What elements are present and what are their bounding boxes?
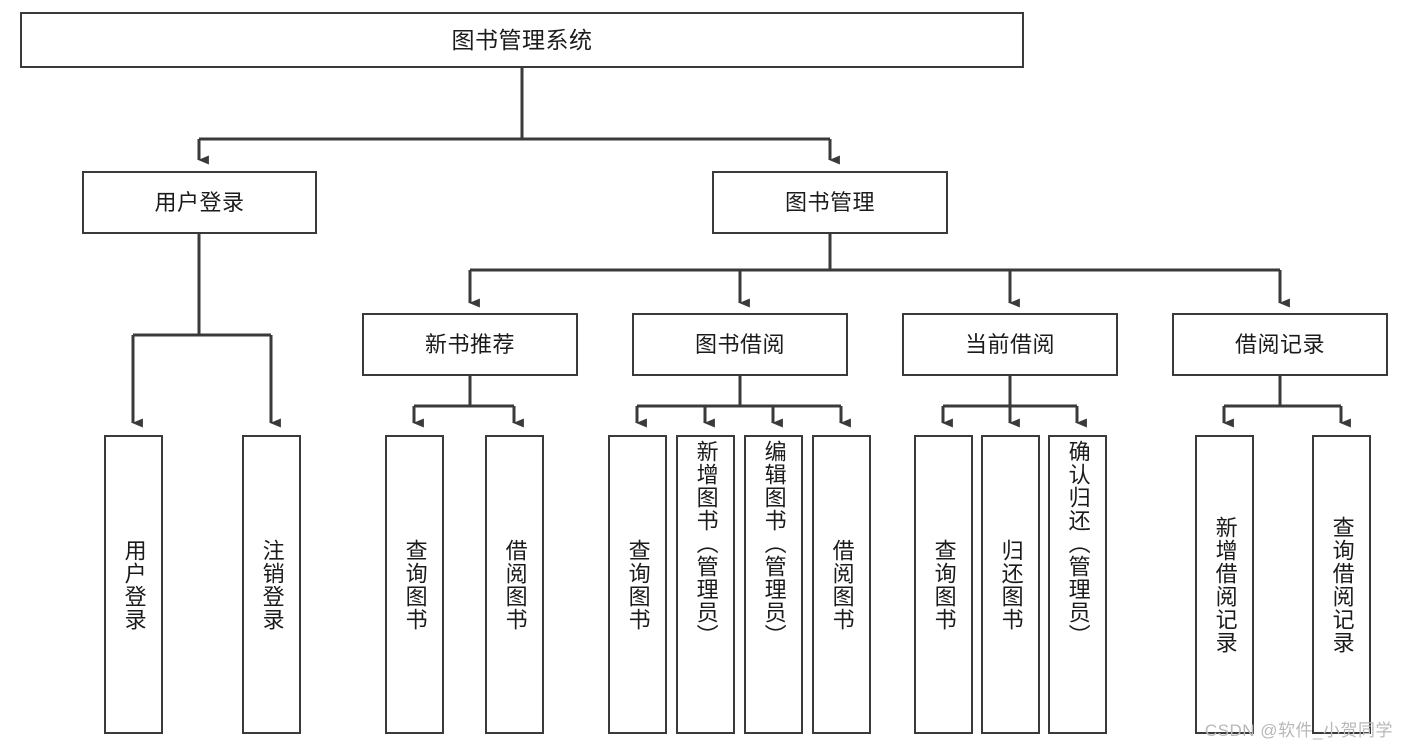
leaf-query-book-borrow[interactable]: 查询图书 xyxy=(608,435,667,734)
leaf-add-book-admin[interactable]: 新增图书（管理员） xyxy=(676,435,735,734)
node-label: 借阅图书 xyxy=(502,538,528,631)
node-label: 用户登录 xyxy=(121,538,147,631)
node-label: 图书管理 xyxy=(784,189,875,215)
node-user-login[interactable]: 用户登录 xyxy=(82,171,317,234)
node-label: 查询图书 xyxy=(931,538,957,631)
leaf-edit-book-admin[interactable]: 编辑图书（管理员） xyxy=(744,435,803,734)
node-label: 用户登录 xyxy=(154,189,245,215)
leaf-return-book[interactable]: 归还图书 xyxy=(981,435,1040,734)
node-label: 借阅图书 xyxy=(829,538,855,631)
node-label: 注销登录 xyxy=(259,538,285,631)
leaf-borrow-book[interactable]: 借阅图书 xyxy=(812,435,871,734)
leaf-confirm-return-admin[interactable]: 确认归还（管理员） xyxy=(1048,435,1107,734)
node-label: 编辑图书（管理员） xyxy=(761,440,787,647)
node-label: 新书推荐 xyxy=(424,331,515,357)
leaf-query-book-recommend[interactable]: 查询图书 xyxy=(385,435,444,734)
leaf-add-borrow-record[interactable]: 新增借阅记录 xyxy=(1195,435,1254,734)
node-label: 图书管理系统 xyxy=(451,26,593,53)
node-root-system[interactable]: 图书管理系统 xyxy=(20,12,1024,68)
node-label: 新增借阅记录 xyxy=(1212,515,1238,654)
node-new-book-recommend[interactable]: 新书推荐 xyxy=(362,313,578,376)
node-book-management[interactable]: 图书管理 xyxy=(712,171,948,234)
leaf-borrow-book-recommend[interactable]: 借阅图书 xyxy=(485,435,544,734)
node-book-borrow[interactable]: 图书借阅 xyxy=(632,313,848,376)
node-label: 确认归还（管理员） xyxy=(1065,440,1091,647)
leaf-logout[interactable]: 注销登录 xyxy=(242,435,301,734)
leaf-query-book-current[interactable]: 查询图书 xyxy=(914,435,973,734)
csdn-watermark: CSDN @软件_小贺同学 xyxy=(1204,721,1393,740)
node-label: 查询借阅记录 xyxy=(1329,515,1355,654)
node-label: 新增图书（管理员） xyxy=(693,440,719,647)
node-label: 借阅记录 xyxy=(1234,331,1325,357)
node-borrow-record[interactable]: 借阅记录 xyxy=(1172,313,1388,376)
node-current-borrow[interactable]: 当前借阅 xyxy=(902,313,1118,376)
node-label: 查询图书 xyxy=(625,538,651,631)
node-label: 图书借阅 xyxy=(694,331,785,357)
node-label: 当前借阅 xyxy=(964,331,1055,357)
leaf-user-login[interactable]: 用户登录 xyxy=(104,435,163,734)
node-label: 归还图书 xyxy=(998,538,1024,631)
node-label: 查询图书 xyxy=(402,538,428,631)
leaf-query-borrow-record[interactable]: 查询借阅记录 xyxy=(1312,435,1371,734)
